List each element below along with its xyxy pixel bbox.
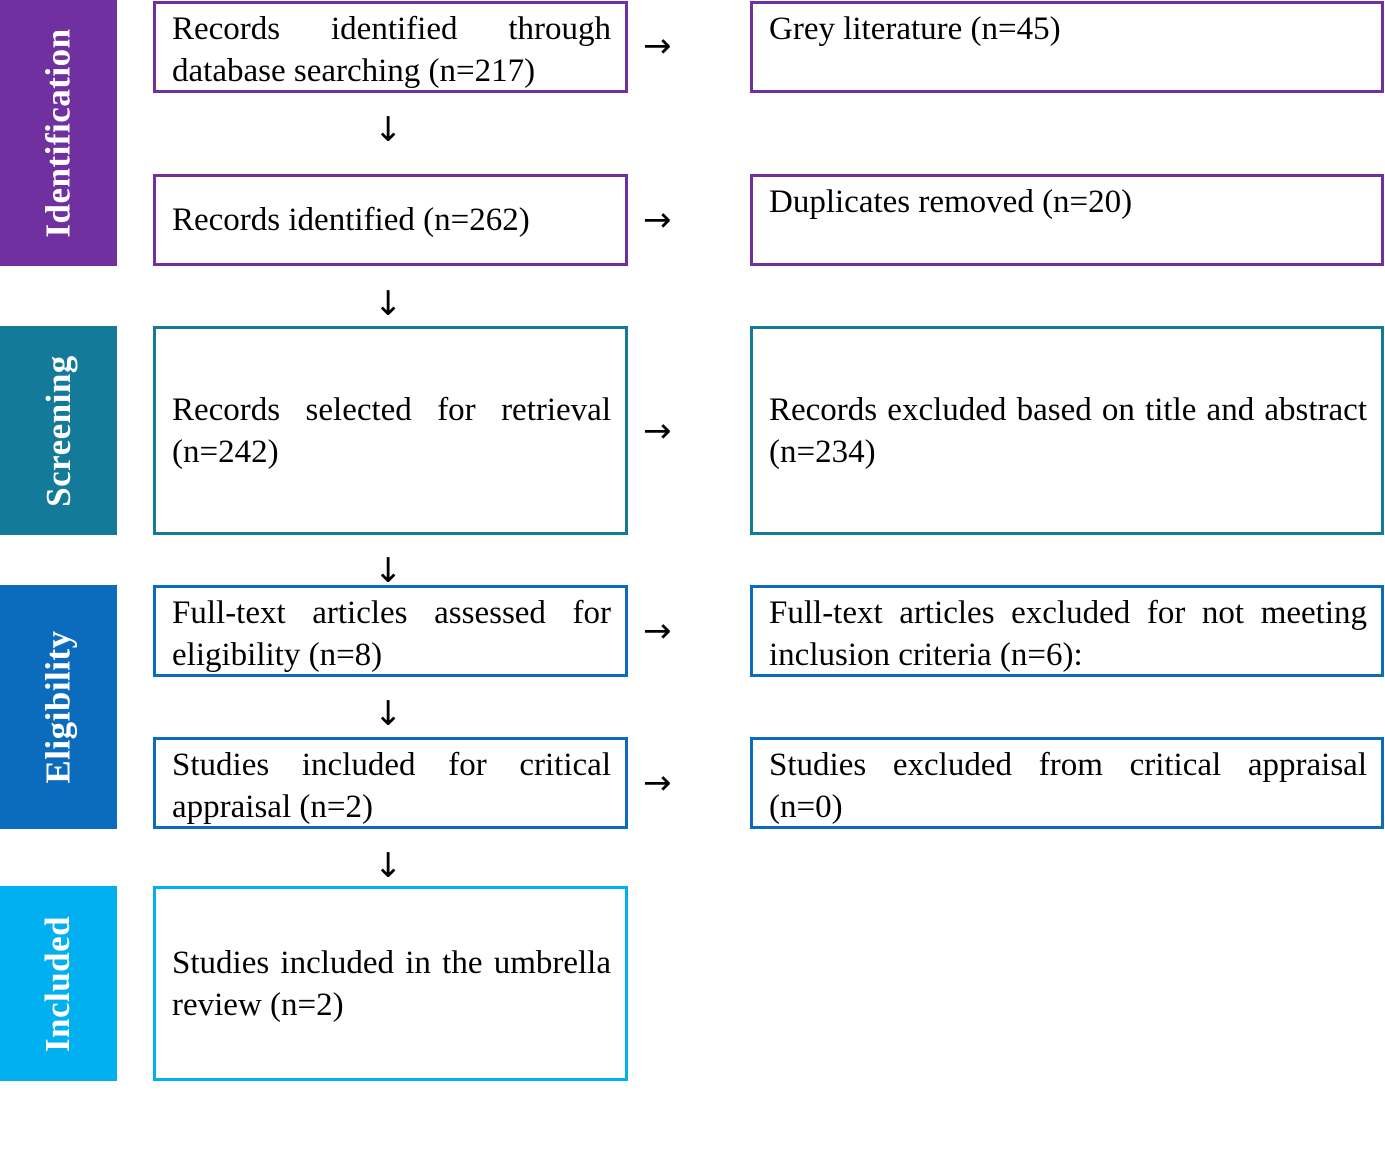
box-duplicates-removed: Duplicates removed (n=20): [750, 174, 1384, 266]
stage-included-label: Included: [38, 915, 78, 1052]
stage-screening: Screening: [0, 326, 117, 535]
box-critical-appraisal-excluded-text: Studies excluded from critical appraisal…: [769, 747, 1367, 825]
stage-identification-label: Identification: [38, 28, 78, 238]
stage-included: Included: [0, 886, 117, 1081]
box-fulltext-assessed-text: Full-text articles assessed for eligibil…: [172, 595, 611, 673]
arrow-right-icon: →: [643, 611, 672, 651]
box-fulltext-excluded: Full-text articles excluded for not meet…: [750, 585, 1384, 677]
box-selected-for-retrieval: Records selected for retrieval (n=242): [153, 326, 628, 535]
box-critical-appraisal-included-text: Studies included for critical appraisal …: [172, 747, 611, 825]
box-excluded-title-abstract: Records excluded based on title and abst…: [750, 326, 1384, 535]
arrow-right-icon: →: [643, 411, 672, 451]
box-critical-appraisal-excluded: Studies excluded from critical appraisal…: [750, 737, 1384, 829]
arrow-right-icon: →: [643, 200, 672, 240]
arrow-right-icon: →: [643, 26, 672, 66]
arrow-down-icon: ↓: [374, 551, 403, 591]
box-database-searching-text: Records identified through database sear…: [172, 11, 611, 89]
box-excluded-title-abstract-text: Records excluded based on title and abst…: [769, 391, 1367, 470]
box-records-identified: Records identified (n=262): [153, 174, 628, 266]
box-duplicates-removed-text: Duplicates removed (n=20): [769, 184, 1133, 220]
box-fulltext-assessed: Full-text articles assessed for eligibil…: [153, 585, 628, 677]
box-database-searching: Records identified through database sear…: [153, 1, 628, 93]
stage-eligibility-label: Eligibility: [38, 630, 78, 784]
box-records-identified-text: Records identified (n=262): [172, 202, 530, 238]
box-umbrella-review-included: Studies included in the umbrella review …: [153, 886, 628, 1081]
box-umbrella-review-included-text: Studies included in the umbrella review …: [172, 944, 611, 1023]
arrow-down-icon: ↓: [374, 694, 403, 734]
box-fulltext-excluded-text: Full-text articles excluded for not meet…: [769, 595, 1367, 673]
box-grey-literature-text: Grey literature (n=45): [769, 11, 1061, 47]
stage-screening-label: Screening: [38, 354, 78, 507]
stage-eligibility: Eligibility: [0, 585, 117, 829]
arrow-down-icon: ↓: [374, 110, 403, 150]
arrow-right-icon: →: [643, 763, 672, 803]
arrow-down-icon: ↓: [374, 846, 403, 886]
box-selected-for-retrieval-text: Records selected for retrieval (n=242): [172, 391, 611, 470]
arrow-down-icon: ↓: [374, 284, 403, 324]
box-grey-literature: Grey literature (n=45): [750, 1, 1384, 93]
stage-identification: Identification: [0, 0, 117, 266]
box-critical-appraisal-included: Studies included for critical appraisal …: [153, 737, 628, 829]
